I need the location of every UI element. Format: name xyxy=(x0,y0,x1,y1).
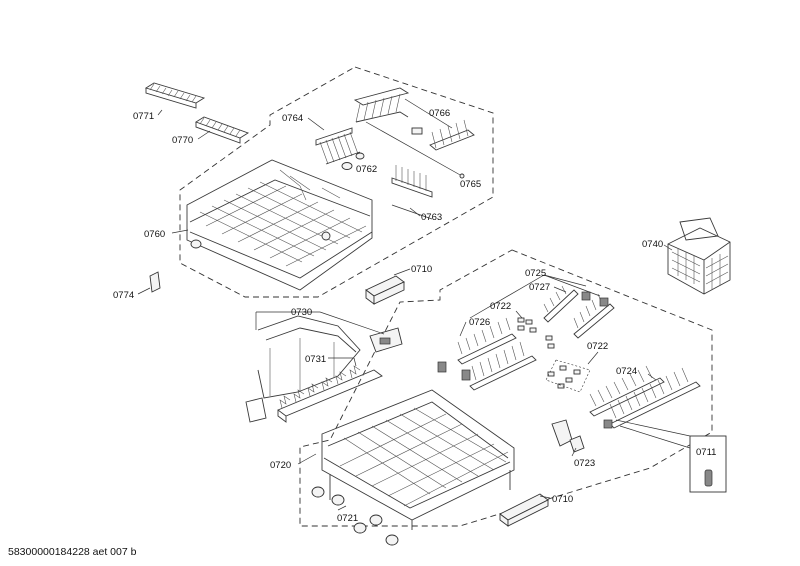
label-0726: 0726 xyxy=(469,317,490,328)
label-0730: 0730 xyxy=(291,307,312,318)
label-0723: 0723 xyxy=(574,458,595,469)
label-0721: 0721 xyxy=(337,513,358,524)
part-0720-lower-basket[interactable] xyxy=(321,389,515,530)
label-0711: 0711 xyxy=(696,447,716,458)
label-0725: 0725 xyxy=(525,268,546,279)
part-0730-rack[interactable] xyxy=(245,315,403,423)
part-0725-rack[interactable] xyxy=(543,285,615,339)
part-0774-bracket[interactable] xyxy=(149,271,161,293)
part-0726-tines[interactable] xyxy=(437,317,537,391)
part-0731-rack[interactable] xyxy=(277,365,383,423)
part-0770-rack[interactable] xyxy=(194,116,250,144)
label-0770: 0770 xyxy=(172,135,193,146)
part-0723-holder[interactable] xyxy=(551,419,585,453)
part-0766-tine-rack[interactable] xyxy=(353,87,475,151)
part-0710-bottom[interactable] xyxy=(499,493,549,527)
label-0724: 0724 xyxy=(616,366,637,377)
label-0710-top: 0710 xyxy=(411,264,432,275)
document-code: 58300000184228 aet 007 b xyxy=(8,546,137,558)
part-0763-tines[interactable] xyxy=(391,165,433,220)
label-0765: 0765 xyxy=(460,179,481,190)
upper-basket-group-outline xyxy=(179,66,494,298)
label-0760: 0760 xyxy=(144,229,165,240)
part-0721-wheels[interactable] xyxy=(311,486,399,546)
label-0771: 0771 xyxy=(133,111,154,122)
part-0710-top[interactable] xyxy=(365,275,405,305)
label-0722-a: 0722 xyxy=(490,301,511,312)
lower-basket-group-outline xyxy=(299,249,713,527)
part-0771-rack[interactable] xyxy=(144,82,206,109)
part-0764-tines[interactable] xyxy=(315,127,361,165)
label-0722-b: 0722 xyxy=(587,341,608,352)
label-0710-bottom: 0710 xyxy=(552,494,573,505)
label-0762: 0762 xyxy=(356,164,377,175)
part-0722-pegs-b[interactable] xyxy=(547,365,581,389)
part-0740-cutlery-basket[interactable] xyxy=(667,217,731,295)
label-0740: 0740 xyxy=(642,239,663,250)
part-0762-clip[interactable] xyxy=(341,152,365,170)
part-0711-callout[interactable] xyxy=(689,435,727,493)
part-0722-pegs-a[interactable] xyxy=(517,317,555,349)
label-0764: 0764 xyxy=(282,113,303,124)
label-0731: 0731 xyxy=(305,354,326,365)
label-0727: 0727 xyxy=(529,282,550,293)
label-0774: 0774 xyxy=(113,290,134,301)
label-0763: 0763 xyxy=(421,212,442,223)
part-0760-upper-basket[interactable] xyxy=(186,159,373,291)
label-0720: 0720 xyxy=(270,460,291,471)
part-0724-tines[interactable] xyxy=(589,365,701,429)
label-0766: 0766 xyxy=(429,108,450,119)
